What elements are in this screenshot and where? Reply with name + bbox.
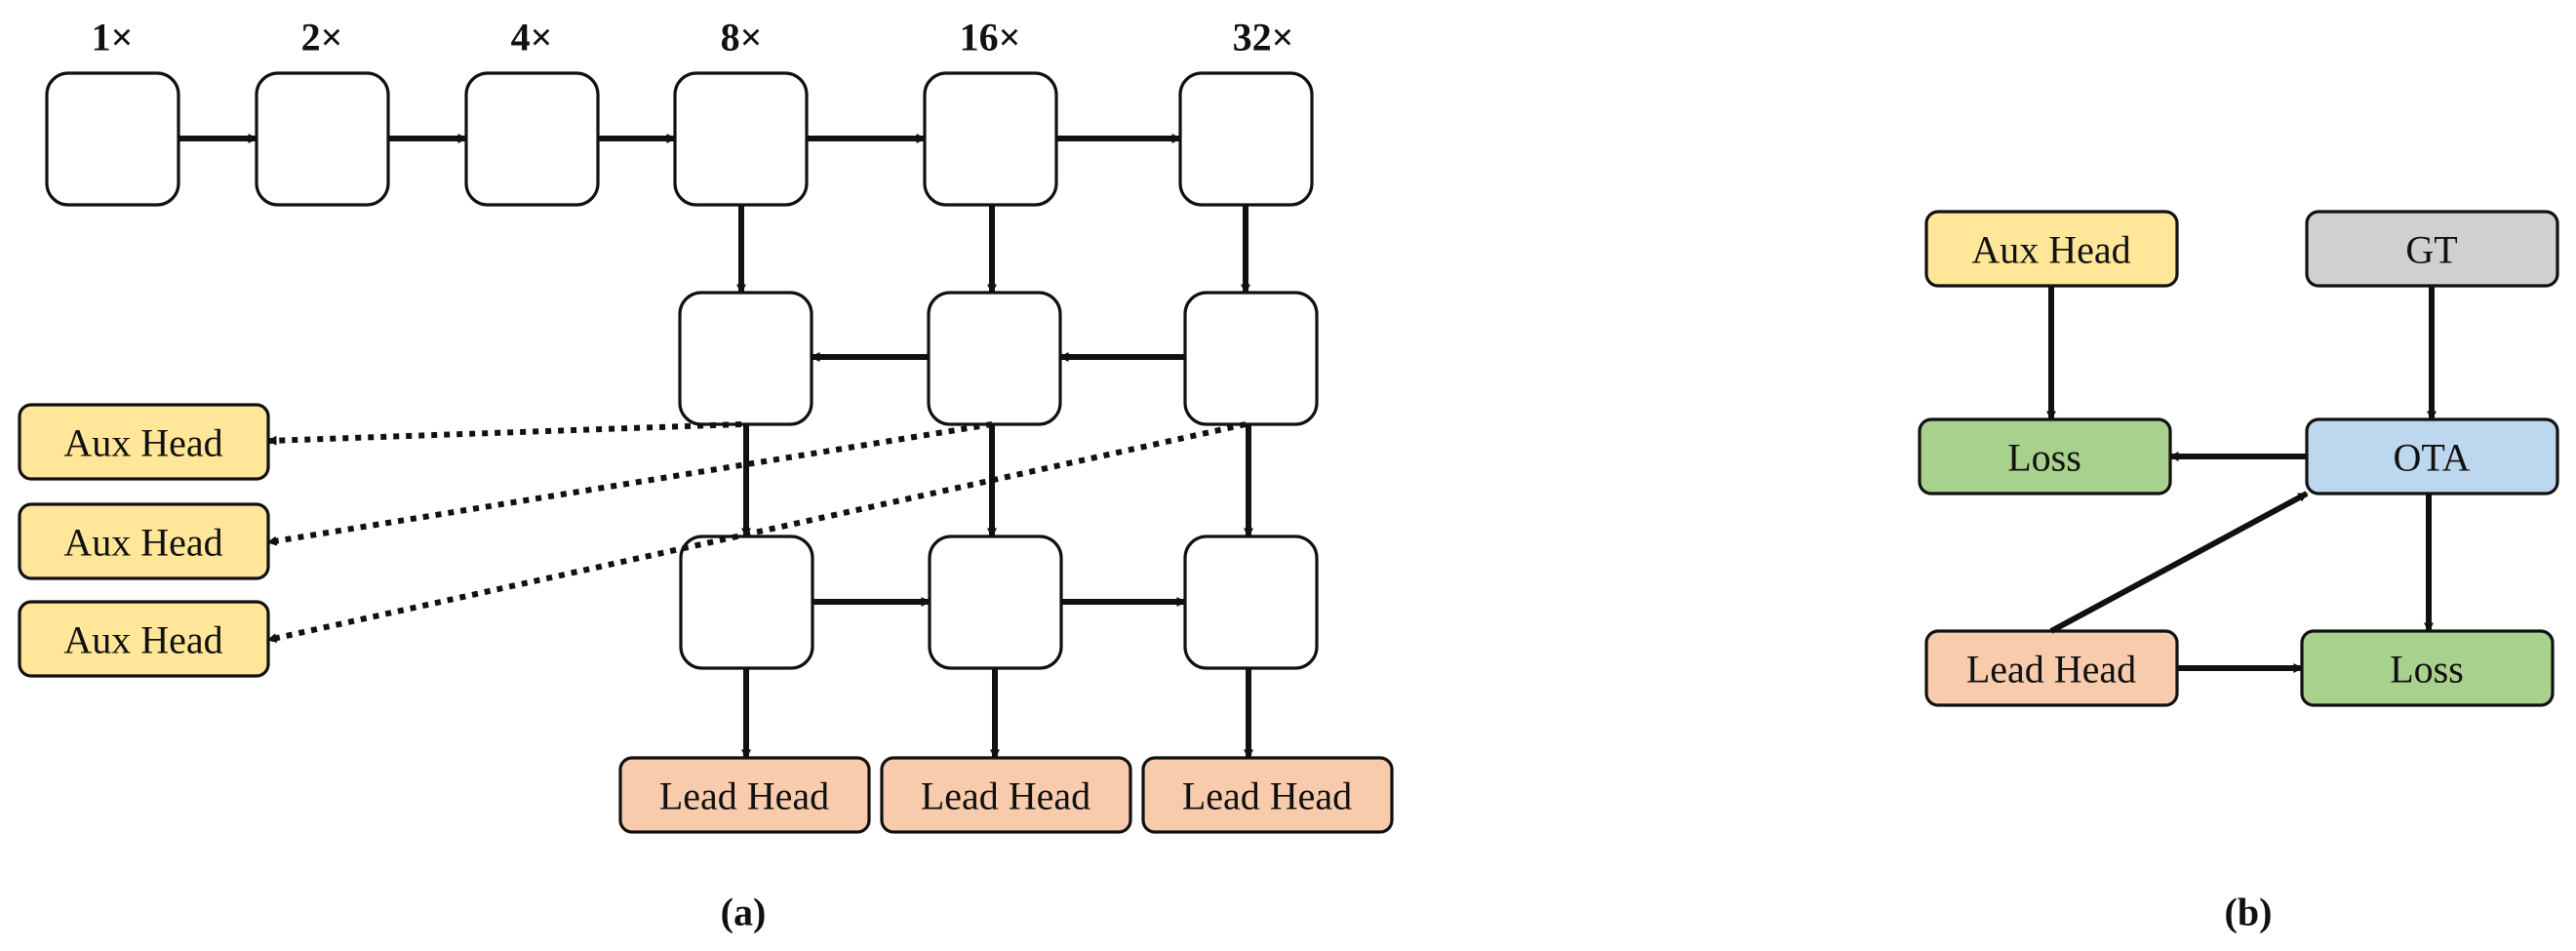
scale-label-16x: 16× — [960, 16, 1021, 59]
backbone-node-32x — [1178, 71, 1314, 207]
caption-a: (a) — [721, 891, 767, 934]
pan-node-p4 — [928, 535, 1063, 670]
b-arrow-lead-to-ota — [2049, 491, 2309, 634]
scale-label-8x: 8× — [721, 16, 763, 59]
dotted-arrow-to-aux-head-2 — [266, 421, 993, 546]
backbone-node-4x — [464, 71, 600, 207]
b-loss-top-label: Loss — [2007, 436, 2081, 480]
b-aux-head-label: Aux Head — [1971, 228, 2130, 272]
dotted-arrow-to-aux-head-1 — [266, 421, 742, 446]
scale-label-1x: 1× — [92, 16, 134, 59]
b-lead-head-label: Lead Head — [1966, 648, 2136, 692]
caption-b: (b) — [2225, 891, 2273, 934]
lead-head-label-2: Lead Head — [921, 774, 1090, 818]
neck-node-p3 — [678, 291, 813, 426]
neck-node-p5 — [1183, 291, 1319, 426]
b-ota-label: OTA — [2393, 436, 2470, 480]
scale-label-2x: 2× — [301, 16, 343, 59]
pan-node-p5 — [1183, 535, 1319, 670]
scale-label-4x: 4× — [511, 16, 553, 59]
backbone-node-8x — [673, 71, 809, 207]
backbone-node-1x — [45, 71, 180, 207]
lead-head-box-2 — [880, 756, 1132, 834]
b-loss-bottom-label: Loss — [2390, 648, 2464, 692]
lead-head-label-1: Lead Head — [659, 774, 829, 818]
b-gt-label: GT — [2405, 228, 2457, 272]
backbone-node-2x — [255, 71, 390, 207]
scale-label-32x: 32× — [1233, 16, 1294, 59]
aux-head-label-1: Aux Head — [63, 421, 222, 465]
panel-a: 1× 2× 4× 8× 16× 32× Aux Head Aux Head Au… — [18, 16, 1394, 934]
dotted-arrow-to-aux-head-3 — [266, 421, 1247, 644]
neck-node-p4 — [927, 291, 1062, 426]
panel-b: Aux Head GT Loss OTA Lead Head Loss (b) — [1918, 210, 2559, 934]
backbone-node-16x — [923, 71, 1058, 207]
aux-head-label-3: Aux Head — [63, 618, 222, 662]
lead-head-box-3 — [1141, 756, 1394, 834]
pan-node-p3 — [679, 535, 814, 670]
aux-head-label-2: Aux Head — [63, 521, 222, 565]
lead-head-label-3: Lead Head — [1182, 774, 1352, 818]
